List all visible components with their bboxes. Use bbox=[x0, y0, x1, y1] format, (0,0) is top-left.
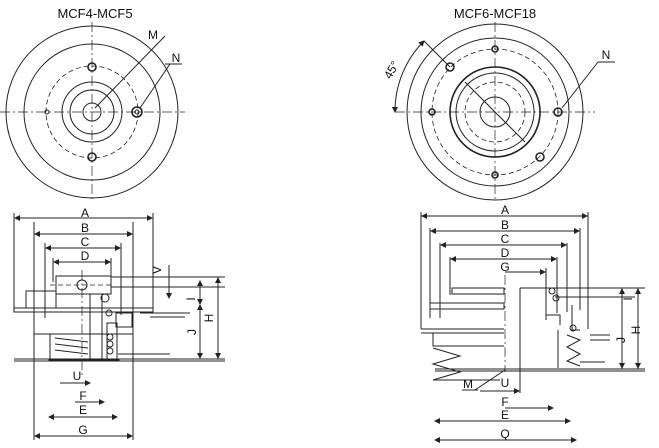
dim-f: F bbox=[79, 389, 86, 403]
dim-b: B bbox=[501, 218, 509, 232]
right-top-view: MCF6-MCF18 45° N bbox=[381, 6, 615, 202]
dim-a: A bbox=[501, 203, 509, 217]
dim-h: H bbox=[202, 314, 216, 323]
dim-j: J bbox=[185, 329, 199, 335]
dim-v: V bbox=[150, 266, 164, 274]
right-title: MCF6-MCF18 bbox=[454, 6, 536, 21]
dim-i: I bbox=[184, 297, 198, 300]
dim-u: U bbox=[73, 369, 82, 383]
bolt-holes bbox=[44, 62, 143, 162]
left-top-view: MCF4-MCF5 M N bbox=[0, 6, 185, 202]
dim-j: J bbox=[614, 337, 628, 343]
left-section-view: A B C D V I H J U F E G bbox=[13, 206, 225, 440]
right-section-view: A B C D G I H J M U F E Q bbox=[420, 203, 645, 443]
dim-e: E bbox=[501, 408, 509, 422]
left-title: MCF4-MCF5 bbox=[57, 6, 132, 21]
dim-f: F bbox=[501, 395, 508, 409]
angle-label: 45° bbox=[381, 58, 402, 81]
dim-i: I bbox=[621, 297, 635, 300]
dim-b: B bbox=[81, 221, 89, 235]
dim-c: C bbox=[501, 232, 510, 246]
dim-g: G bbox=[78, 423, 87, 437]
dim-g: G bbox=[500, 260, 509, 274]
bolt-holes bbox=[428, 45, 563, 179]
dim-a: A bbox=[81, 206, 89, 220]
dim-d: D bbox=[81, 249, 90, 263]
label-m: M bbox=[148, 28, 158, 42]
dim-q: Q bbox=[500, 427, 509, 441]
dim-u: U bbox=[501, 376, 510, 390]
dim-h: H bbox=[629, 326, 643, 335]
label-n: N bbox=[172, 51, 181, 65]
label-m: M bbox=[463, 377, 473, 391]
label-n: N bbox=[602, 48, 611, 62]
dim-c: C bbox=[81, 235, 90, 249]
dim-e: E bbox=[79, 403, 87, 417]
dim-d: D bbox=[501, 246, 510, 260]
